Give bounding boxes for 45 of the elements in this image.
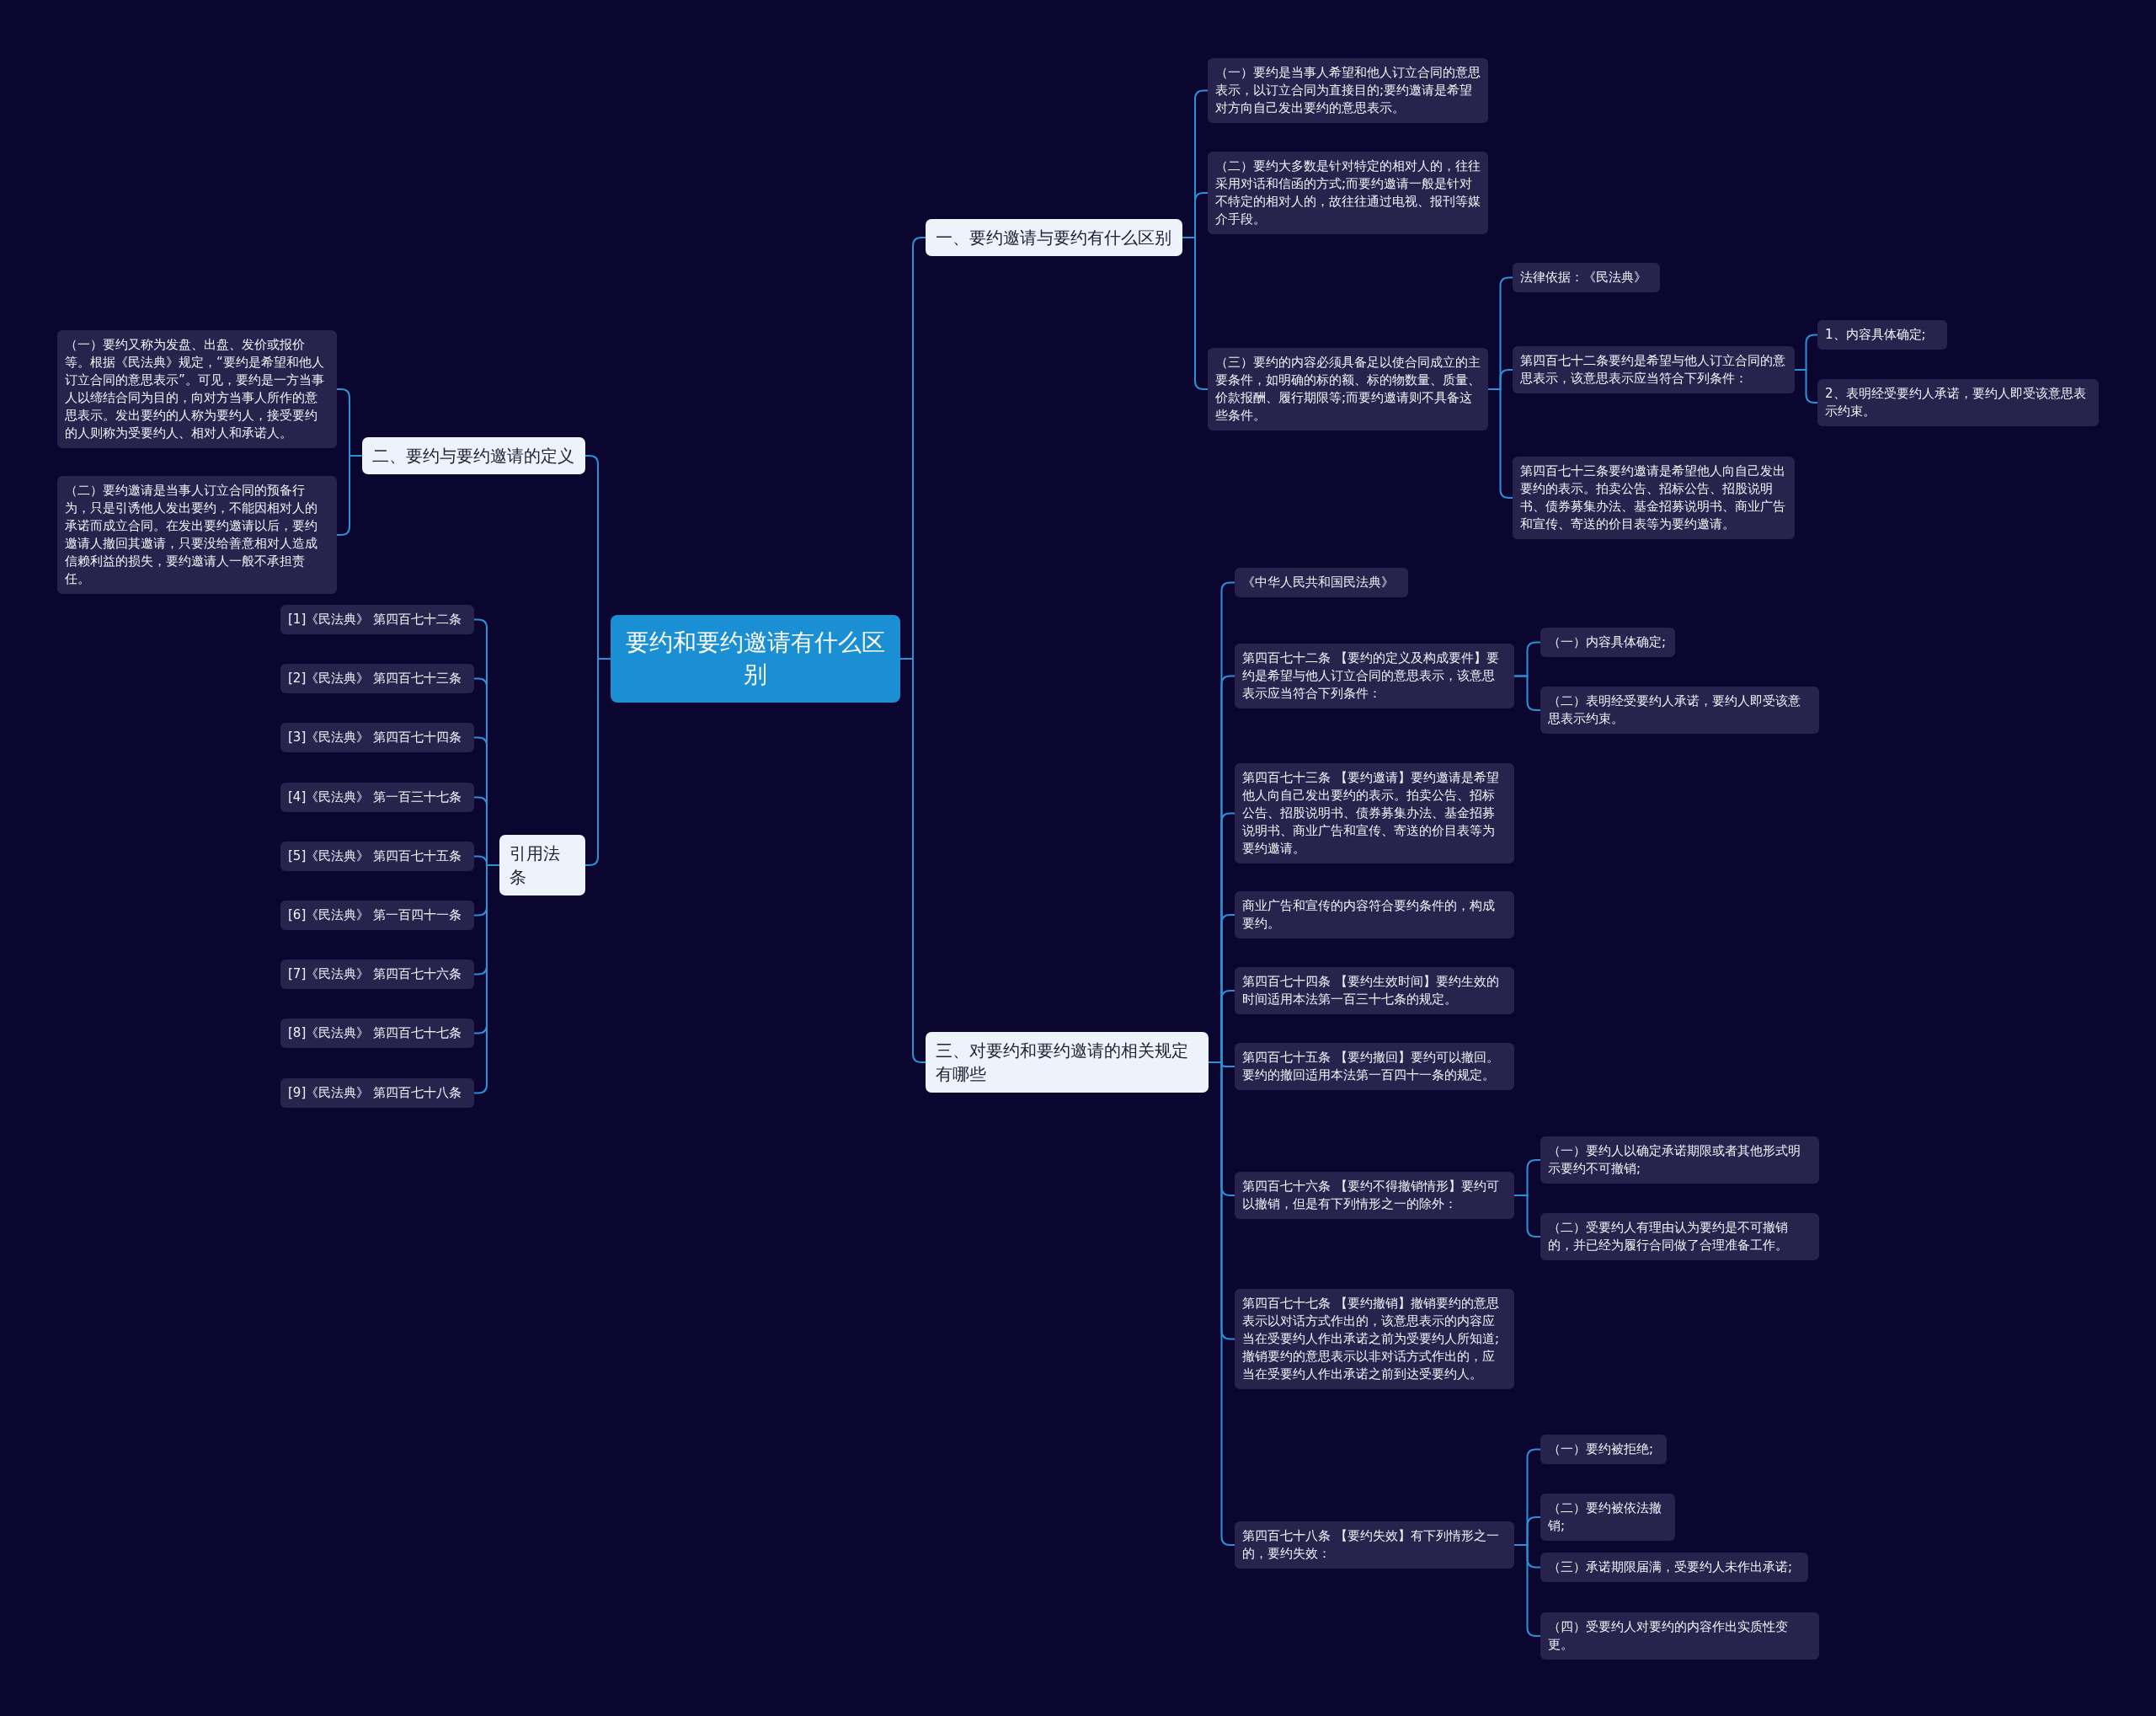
note-card: （三）要约的内容必须具备足以使合同成立的主要条件，如明确的标的额、标的物数量、质量、价款报酬、履行期限等;而要约邀请则不具备这些条件。: [1208, 348, 1488, 430]
note-card: 第四百七十三条要约邀请是希望他人向自己发出要约的表示。拍卖公告、招标公告、招股说明书、债券募集办法、基金招募说明书、商业广告和宣传、寄送的价目表等为要约邀请。: [1513, 457, 1795, 539]
branch-topic: 二、要约与要约邀请的定义: [362, 437, 585, 474]
note-card: （一）要约是当事人希望和他人订立合同的意思表示，以订立合同为直接目的;要约邀请是希望对方向自己发出要约的意思表示。: [1208, 58, 1488, 123]
branch-topic: 引用法条: [499, 835, 585, 895]
note-card: （一）要约被拒绝;: [1540, 1435, 1667, 1464]
note-card: 第四百七十七条 【要约撤销】撤销要约的意思表示以对话方式作出的，该意思表示的内容应当在受要约人作出承诺之前为受要约人所知道;撤销要约的意思表示以非对话方式作出的，应当在受要约人作出承诺之前到达受要约人。: [1235, 1289, 1514, 1389]
note-card: （三）承诺期限届满，受要约人未作出承诺;: [1540, 1553, 1808, 1582]
note-card: （一）要约又称为发盘、出盘、发价或报价等。根据《民法典》规定，“要约是希望和他人订立合同的意思表示”。可见，要约是一方当事人以缔结合同为目的，向对方当事人所作的意思表示。发出要约的人称为要约人，接受要约的人则称为受要约人、相对人和承诺人。: [57, 330, 337, 448]
note-card: 2、表明经受要约人承诺，要约人即受该意思表示约束。: [1817, 379, 2099, 426]
note-card: [8]《民法典》 第四百七十七条: [280, 1018, 474, 1049]
note-card: [7]《民法典》 第四百七十六条: [280, 960, 474, 990]
note-card: （一）要约人以确定承诺期限或者其他形式明示要约不可撤销;: [1540, 1136, 1819, 1184]
note-card: （二）要约大多数是针对特定的相对人的，往往采用对话和信函的方式;而要约邀请一般是针对不特定的相对人的，故往往通过电视、报刊等媒介手段。: [1208, 152, 1488, 234]
note-card: 商业广告和宣传的内容符合要约条件的，构成要约。: [1235, 891, 1514, 938]
note-card: （二）受要约人有理由认为要约是不可撤销的，并已经为履行合同做了合理准备工作。: [1540, 1213, 1819, 1260]
note-card: [2]《民法典》 第四百七十三条: [280, 664, 474, 694]
central-topic: 要约和要约邀请有什么区别: [611, 615, 900, 703]
note-card: [1]《民法典》 第四百七十二条: [280, 605, 474, 634]
note-card: 《中华人民共和国民法典》: [1235, 568, 1408, 597]
note-card: （一）内容具体确定;: [1540, 628, 1675, 657]
note-card: 第四百七十四条 【要约生效时间】要约生效的时间适用本法第一百三十七条的规定。: [1235, 967, 1514, 1014]
branch-topic: 一、要约邀请与要约有什么区别: [926, 219, 1182, 256]
note-card: （二）要约邀请是当事人订立合同的预备行为，只是引诱他人发出要约，不能因相对人的承诺而成立合同。在发出要约邀请以后，要约邀请人撤回其邀请，只要没给善意相对人造成信赖利益的损失，要约邀请人一般不承担责任。: [57, 476, 337, 594]
note-card: [9]《民法典》 第四百七十八条: [280, 1077, 474, 1108]
note-card: 第四百七十五条 【要约撤回】要约可以撤回。要约的撤回适用本法第一百四十一条的规定。: [1235, 1043, 1514, 1090]
note-card: （二）要约被依法撤销;: [1540, 1494, 1675, 1541]
note-card: [6]《民法典》 第一百四十一条: [280, 901, 474, 930]
note-card: 第四百七十八条 【要约失效】有下列情形之一的，要约失效：: [1235, 1521, 1514, 1569]
branch-topic: 三、对要约和要约邀请的相关规定有哪些: [926, 1032, 1209, 1093]
note-card: [4]《民法典》 第一百三十七条: [280, 782, 474, 812]
note-card: [5]《民法典》 第四百七十五条: [280, 841, 474, 871]
note-card: 第四百七十二条 【要约的定义及构成要件】要约是希望与他人订立合同的意思表示，该意思表示应当符合下列条件：: [1235, 644, 1514, 708]
note-card: 第四百七十二条要约是希望与他人订立合同的意思表示，该意思表示应当符合下列条件：: [1513, 346, 1795, 393]
note-card: 1、内容具体确定;: [1817, 320, 1947, 350]
note-card: 法律依据：《民法典》: [1513, 263, 1660, 292]
note-card: （二）表明经受要约人承诺，要约人即受该意思表示约束。: [1540, 687, 1819, 734]
note-card: 第四百七十六条 【要约不得撤销情形】要约可以撤销，但是有下列情形之一的除外：: [1235, 1172, 1514, 1219]
note-card: 第四百七十三条 【要约邀请】要约邀请是希望他人向自己发出要约的表示。拍卖公告、招标公告、招股说明书、债券募集办法、基金招募说明书、商业广告和宣传、寄送的价目表等为要约邀请。: [1235, 763, 1514, 863]
note-card: （四）受要约人对要约的内容作出实质性变更。: [1540, 1612, 1819, 1660]
connector-line: [1794, 369, 1818, 404]
connector-line: [1513, 675, 1541, 711]
connector-line: [473, 864, 500, 1094]
connector-line: [1513, 1195, 1541, 1238]
note-card: [3]《民法典》 第四百七十四条: [280, 723, 474, 753]
